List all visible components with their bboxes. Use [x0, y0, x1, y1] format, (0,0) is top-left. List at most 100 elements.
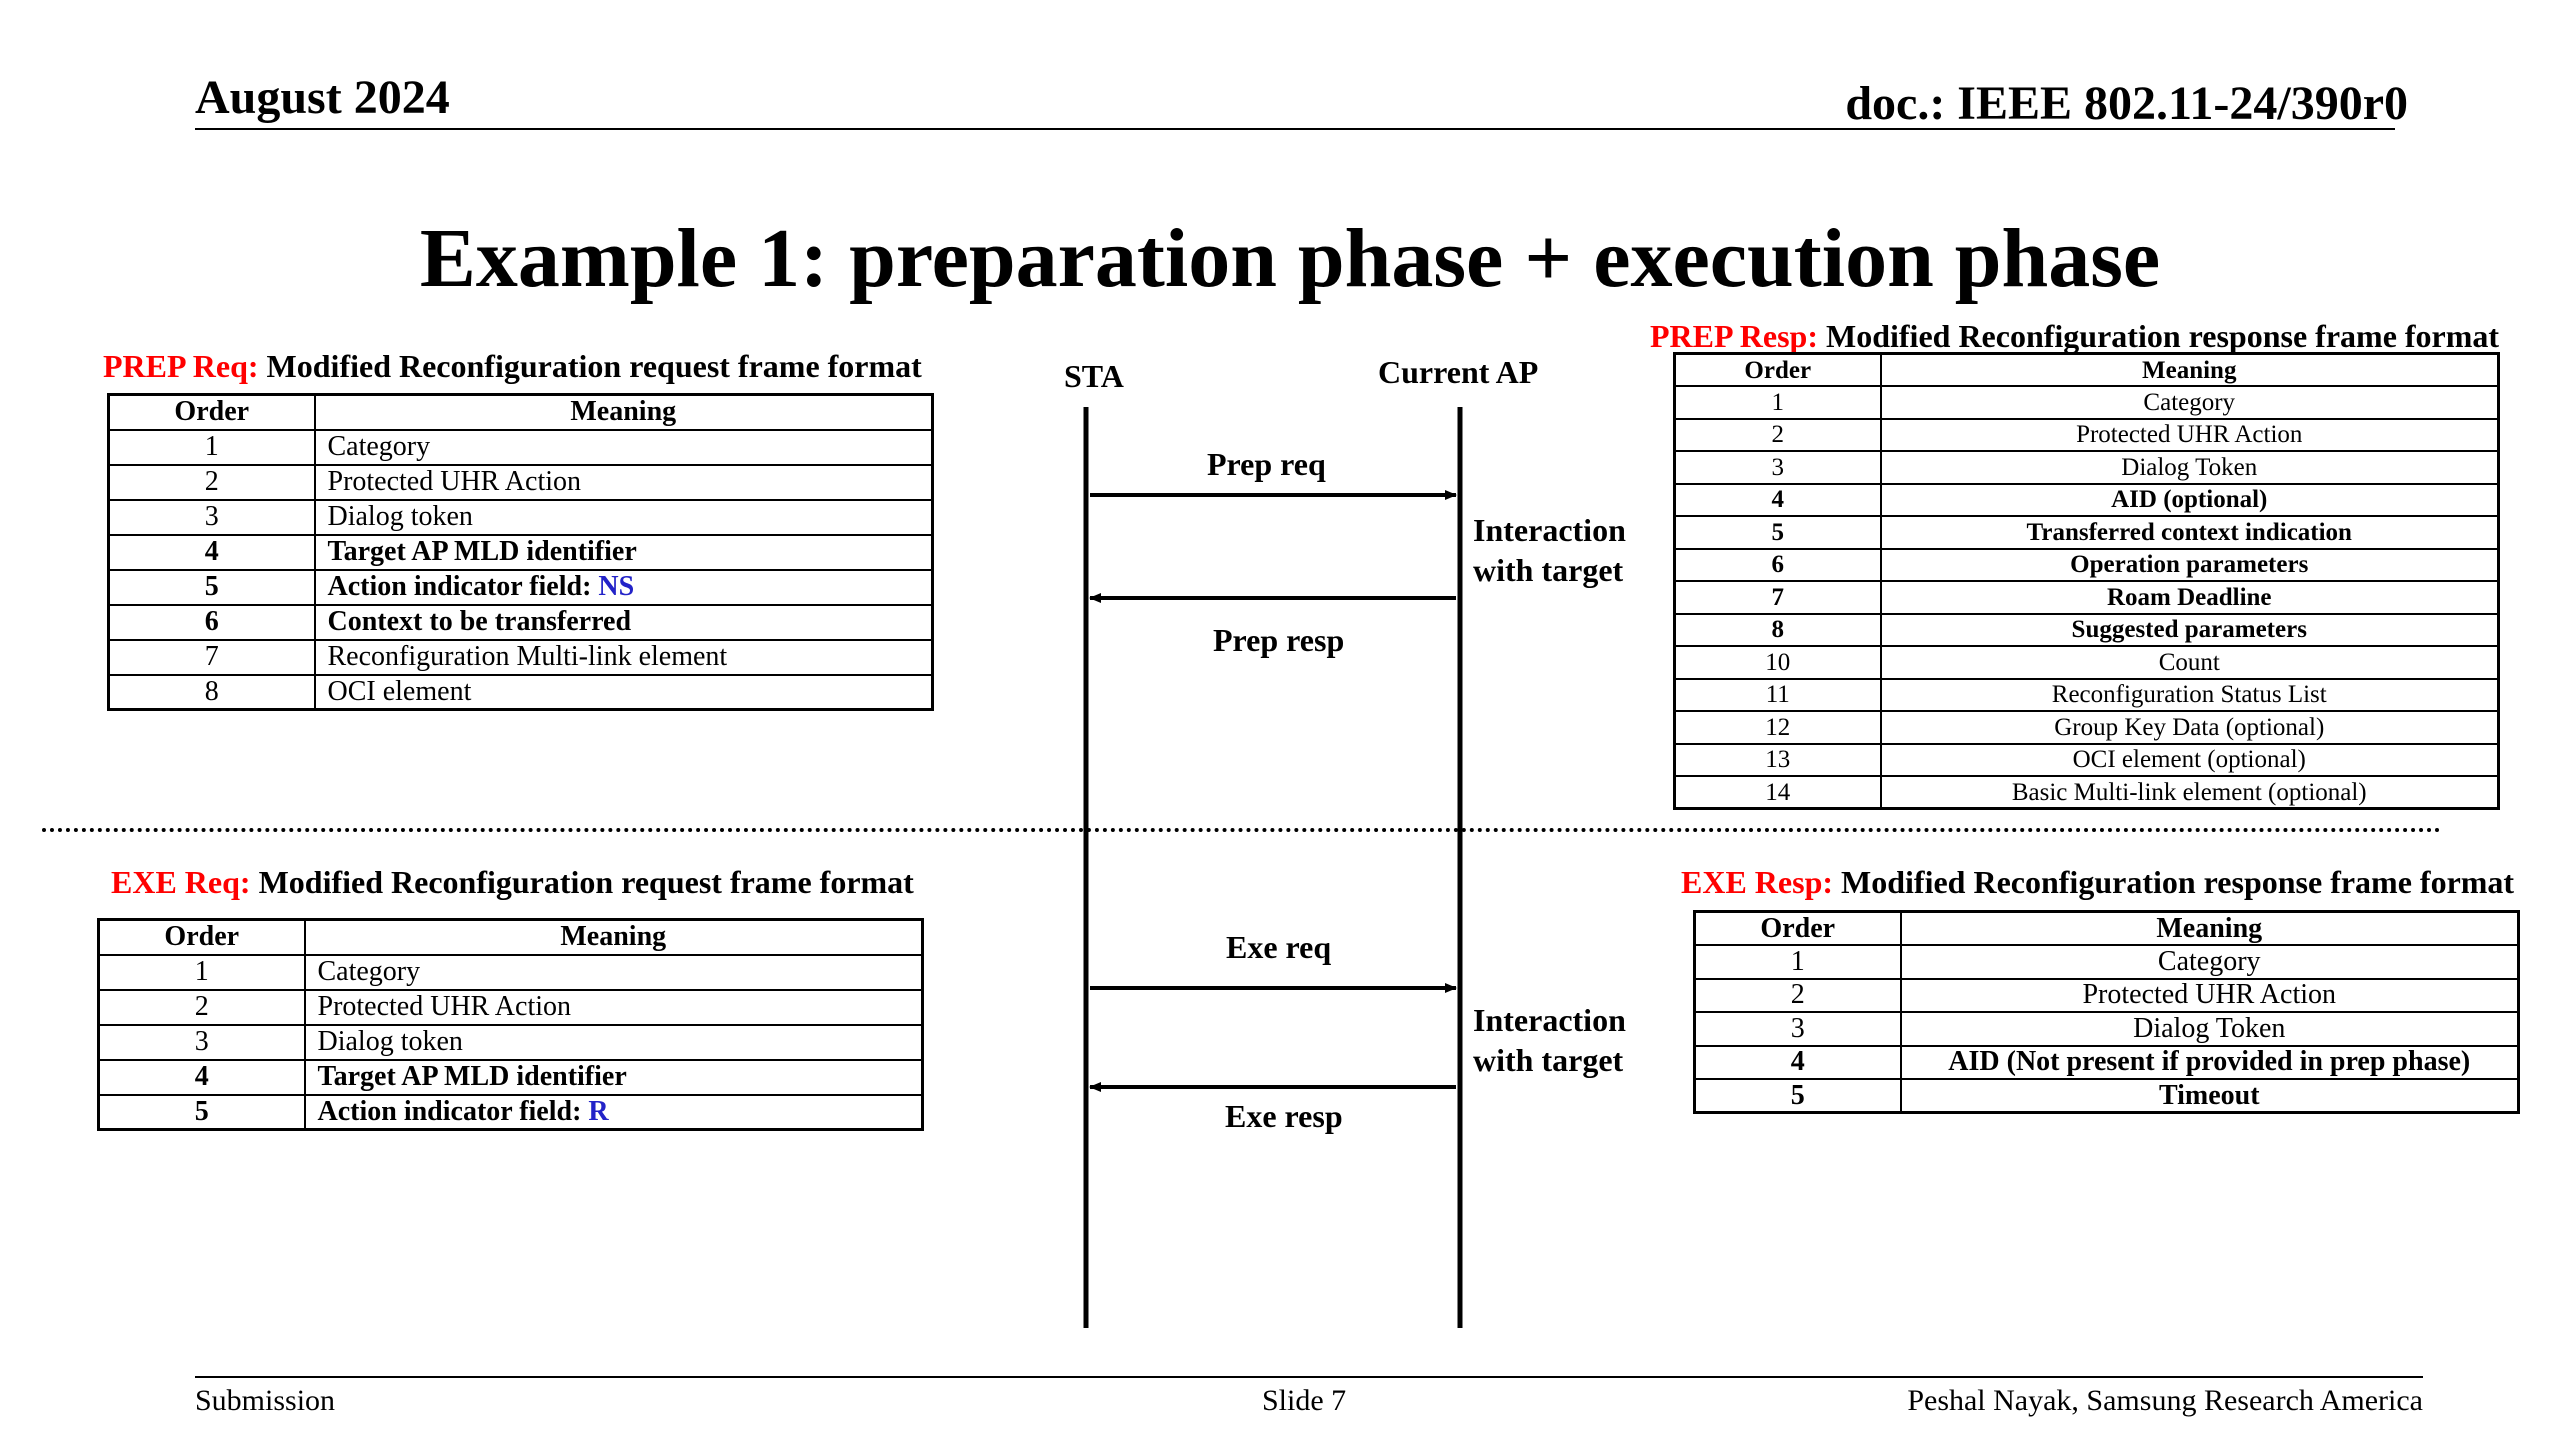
meaning-text: Category	[317, 956, 421, 987]
table-row: 5 Timeout	[1693, 1078, 2520, 1114]
cell-meaning: Protected UHR Action	[303, 988, 924, 1026]
cell-meaning: Timeout	[1899, 1078, 2520, 1114]
meaning-text: Target AP MLD identifier	[317, 1061, 627, 1092]
cell-meaning: AID (Not present if provided in prep pha…	[1899, 1044, 2520, 1080]
footer-slide-number: Slide 7	[1262, 1384, 1347, 1417]
meaning-text: Dialog Token	[2121, 453, 2258, 481]
cell-meaning: Reconfiguration Multi-link element	[313, 638, 934, 676]
prep-req-caption: PREP Req: Modified Reconfiguration reque…	[103, 348, 922, 385]
prep-interaction-note: Interaction with target	[1473, 510, 1626, 590]
cell-order: 1	[107, 428, 316, 466]
cell-order: 8	[1673, 612, 1882, 647]
cell-order: 5	[107, 568, 316, 606]
cell-meaning: Reconfiguration Status List	[1879, 677, 2500, 712]
cell-order: 3	[1673, 450, 1882, 485]
meaning-text: Roam Deadline	[2106, 583, 2272, 611]
table-row: 6 Operation parameters	[1673, 547, 2500, 582]
cell-meaning: Target AP MLD identifier	[313, 533, 934, 571]
exe-req-tag: EXE Req:	[111, 864, 251, 900]
meaning-text: Category	[2143, 388, 2236, 416]
exe-req-caption-text: Modified Reconfiguration request frame f…	[250, 864, 914, 900]
meaning-text: Dialog token	[317, 1026, 463, 1057]
cell-order: 12	[1673, 710, 1882, 745]
meaning-text: Category	[327, 431, 431, 462]
table-row: 2 Protected UHR Action	[97, 988, 924, 1026]
meaning-text: Protected UHR Action	[2076, 421, 2303, 449]
cell-order: 6	[107, 603, 316, 641]
cell-order: 4	[1673, 482, 1882, 517]
cell-meaning: Context to be transferred	[313, 603, 934, 641]
table-row: 1 Category	[107, 428, 934, 466]
cell-meaning: Count	[1879, 645, 2500, 680]
header-rule	[195, 128, 2395, 130]
sta-label: STA	[1064, 358, 1124, 394]
cell-order: 5	[97, 1093, 306, 1131]
cell-order: 3	[97, 1023, 306, 1061]
cell-meaning: Dialog token	[313, 498, 934, 536]
current-ap-label: Current AP	[1378, 354, 1539, 390]
meaning-text: Timeout	[2158, 1079, 2260, 1111]
meaning-text: Context to be transferred	[327, 606, 632, 637]
prep-interaction-line2: with target	[1473, 552, 1624, 588]
cell-meaning: Transferred context indication	[1879, 515, 2500, 550]
phase-separator	[42, 828, 2442, 832]
meaning-text: Protected UHR Action	[317, 991, 572, 1022]
meaning-text: Target AP MLD identifier	[327, 536, 637, 567]
cell-meaning: Protected UHR Action	[1899, 977, 2520, 1013]
cell-order: 3	[1693, 1011, 1902, 1047]
column-header-meaning: Meaning	[303, 918, 924, 956]
action-indicator-value: R	[588, 1095, 609, 1127]
exe-resp-label: Exe resp	[1225, 1098, 1343, 1134]
prep-interaction-line1: Interaction	[1473, 512, 1626, 548]
cell-order: 2	[1673, 417, 1882, 452]
meaning-text: Operation parameters	[2070, 551, 2309, 579]
exe-interaction-line1: Interaction	[1473, 1002, 1626, 1038]
column-header-meaning: Meaning	[313, 393, 934, 431]
cell-meaning: Protected UHR Action	[1879, 417, 2500, 452]
cell-order: 5	[1693, 1078, 1902, 1114]
prep-resp-caption-text: Modified Reconfiguration response frame …	[1818, 318, 2500, 354]
meaning-text: OCI element	[327, 675, 472, 707]
meaning-text: Dialog token	[327, 501, 473, 532]
cell-order: 6	[1673, 547, 1882, 582]
meaning-text: Protected UHR Action	[327, 466, 582, 497]
meaning-text: Transferred context indication	[2026, 518, 2352, 546]
table-row: 6 Context to be transferred	[107, 603, 934, 641]
meaning-text: Suggested parameters	[2071, 616, 2307, 644]
table-row: 3 Dialog Token	[1693, 1011, 2520, 1047]
cell-meaning: Dialog token	[303, 1023, 924, 1061]
slide-title: Example 1: preparation phase + execution…	[419, 212, 2161, 305]
meaning-text: Basic Multi-link element (optional)	[2011, 778, 2367, 806]
action-indicator-value: NS	[598, 571, 635, 602]
cell-order: 1	[1693, 944, 1902, 980]
cell-meaning: OCI element (optional)	[1879, 742, 2500, 777]
footer-rule	[195, 1376, 2423, 1378]
prep-resp-caption: PREP Resp: Modified Reconfiguration resp…	[1650, 318, 2499, 355]
cell-order: 7	[107, 638, 316, 676]
cell-order: 8	[107, 673, 316, 711]
column-header-order: Order	[1693, 910, 1902, 946]
table-row: 8 OCI element	[107, 673, 934, 711]
meaning-text: Dialog Token	[2133, 1012, 2286, 1044]
cell-order: 11	[1673, 677, 1882, 712]
prep-req-tag: PREP Req:	[103, 348, 259, 384]
cell-order: 2	[97, 988, 306, 1026]
